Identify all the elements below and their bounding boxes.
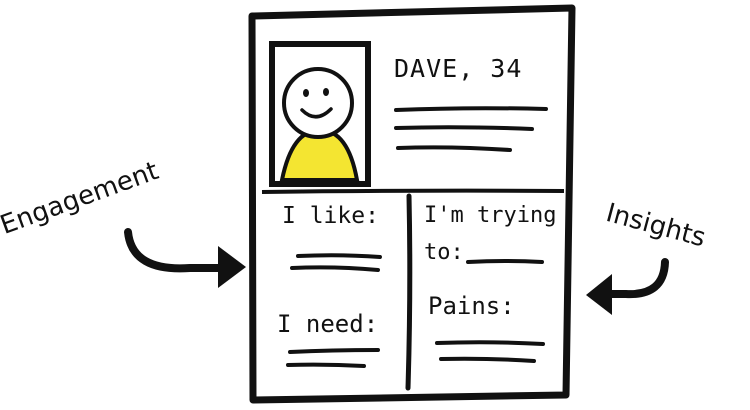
card-divider-vertical: [405, 193, 413, 391]
avatar-frame: [269, 41, 371, 187]
trying-label-line2: to:: [424, 240, 464, 265]
trying-blank-line: [466, 259, 544, 264]
pains-label: Pains:: [428, 292, 515, 320]
card-divider-horizontal: [261, 188, 565, 194]
curved-arrow-right-icon: [124, 228, 246, 288]
need-lines: [286, 348, 380, 368]
trying-label-line1: I'm trying: [424, 203, 557, 228]
need-label: I need:: [277, 310, 379, 338]
like-label: I like:: [282, 203, 379, 229]
name-detail-lines: [394, 106, 548, 152]
smiley-person-icon: [282, 67, 354, 139]
curved-arrow-left-icon: [586, 258, 669, 315]
persona-name-age: DAVE, 34: [394, 54, 523, 83]
like-lines: [290, 253, 382, 272]
pains-lines: [435, 340, 545, 363]
